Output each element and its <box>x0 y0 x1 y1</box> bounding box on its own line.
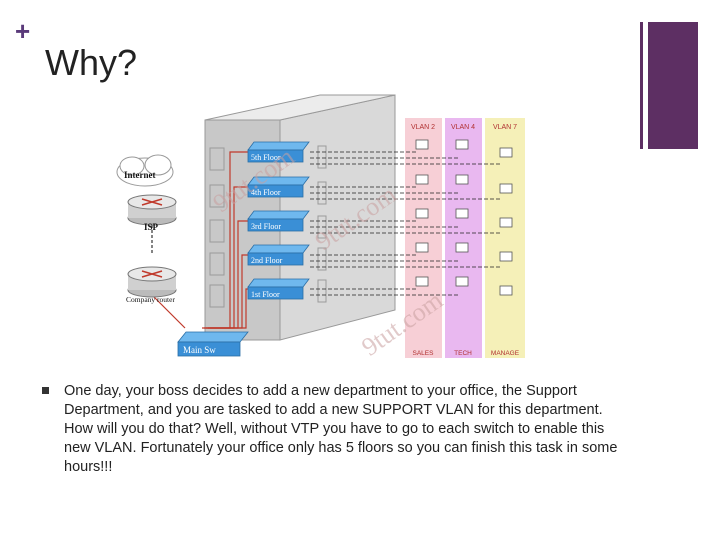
floor-links <box>310 151 500 296</box>
floor-label-5: 5th Floor <box>251 153 281 162</box>
vlan2-column <box>405 118 442 358</box>
bullet-marker <box>42 387 49 394</box>
vlan-header-4: VLAN 4 <box>451 124 475 131</box>
floor-label-2: 2nd Floor <box>251 256 283 265</box>
bullet-text: One day, your boss decides to add a new … <box>64 383 618 475</box>
vlan-footer-tech: TECH <box>454 350 472 357</box>
isp-router-icon <box>127 194 177 226</box>
cloud-icon <box>116 154 174 187</box>
company-router-icon <box>127 266 177 298</box>
vlan-footer-sales: SALES <box>413 350 435 357</box>
floor-switches <box>247 141 310 300</box>
floor-label-4: 4th Floor <box>251 188 281 197</box>
internet-label: Internet <box>124 170 156 180</box>
vlan-footer-manage: MANAGE <box>491 350 520 357</box>
network-diagram: VLAN 2 VLAN 4 VLAN 7 SALES TECH MANAGE <box>116 94 525 360</box>
main-switch-label: Main Sw <box>183 345 216 355</box>
decor-bar-thin <box>640 22 643 149</box>
pc-icons <box>415 139 513 296</box>
decor-bar-block <box>648 22 698 149</box>
company-router-label: Company router <box>126 295 175 304</box>
isp-label: ISP <box>144 222 159 232</box>
slide-title: Why? <box>45 42 138 83</box>
floor-label-3: 3rd Floor <box>251 222 281 231</box>
main-switch-icon <box>177 331 249 357</box>
vlan7-column <box>485 118 525 358</box>
floor-label-1: 1st Floor <box>251 290 280 299</box>
vlan-header-2: VLAN 2 <box>411 124 435 131</box>
vlan-header-7: VLAN 7 <box>493 124 517 131</box>
vlan4-column <box>445 118 482 358</box>
plus-mark: + <box>15 16 31 46</box>
